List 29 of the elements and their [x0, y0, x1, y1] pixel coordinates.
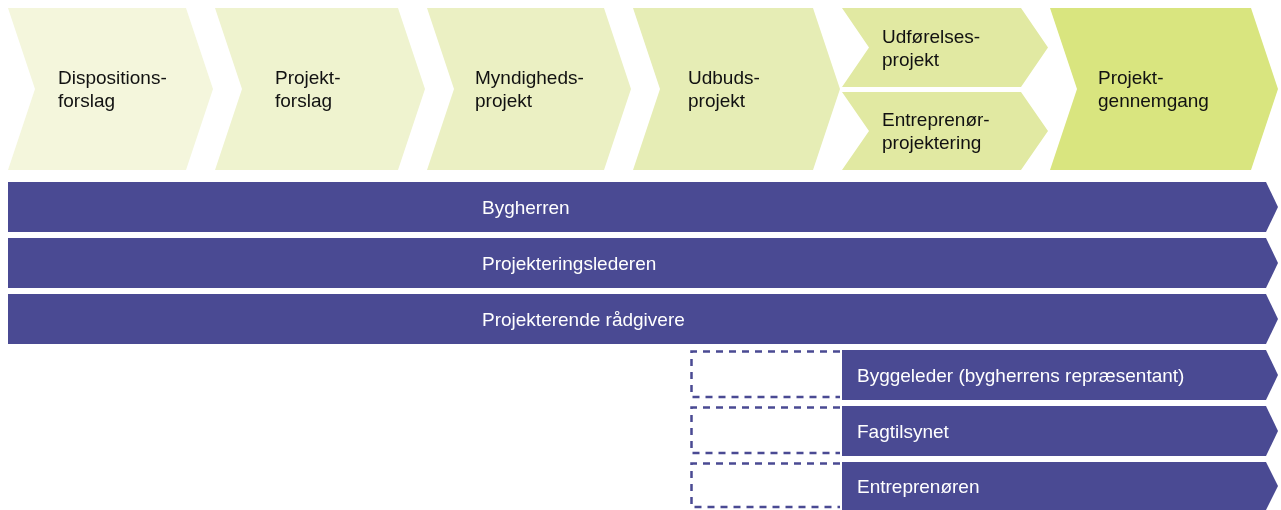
role-label: Fagtilsynet [857, 420, 949, 443]
role-band [8, 238, 1278, 288]
role-label: Byggeleder (bygherrens repræsentant) [857, 364, 1185, 387]
role-label: Entreprenøren [857, 475, 980, 498]
dashed-box [690, 462, 840, 510]
phase-label: Projekt- forslag [275, 66, 341, 112]
role-band [8, 294, 1278, 344]
phase-step [842, 8, 1048, 87]
dashed-box [690, 406, 840, 456]
phase-label: Udbuds- projekt [688, 66, 760, 112]
role-band [842, 462, 1278, 510]
phase-step [1050, 8, 1278, 170]
phase-label: Myndigheds- projekt [475, 66, 584, 112]
dashed-box [690, 350, 840, 400]
phase-label: Projekt- gennemgang [1098, 66, 1209, 112]
phase-step [633, 8, 840, 170]
phase-label: Entreprenør- projektering [882, 108, 990, 154]
phase-label: Udførelses- projekt [882, 25, 981, 71]
phase-step [842, 92, 1048, 170]
phase-step [427, 8, 631, 170]
phase-step [8, 8, 213, 170]
role-band [842, 406, 1278, 456]
role-label: Projekteringslederen [482, 252, 657, 275]
role-label: Projekterende rådgivere [482, 308, 685, 331]
role-band [842, 350, 1278, 400]
role-band [8, 182, 1278, 232]
role-label: Bygherren [482, 196, 570, 219]
phase-label: Dispositions- forslag [58, 66, 167, 112]
phase-step [215, 8, 425, 170]
